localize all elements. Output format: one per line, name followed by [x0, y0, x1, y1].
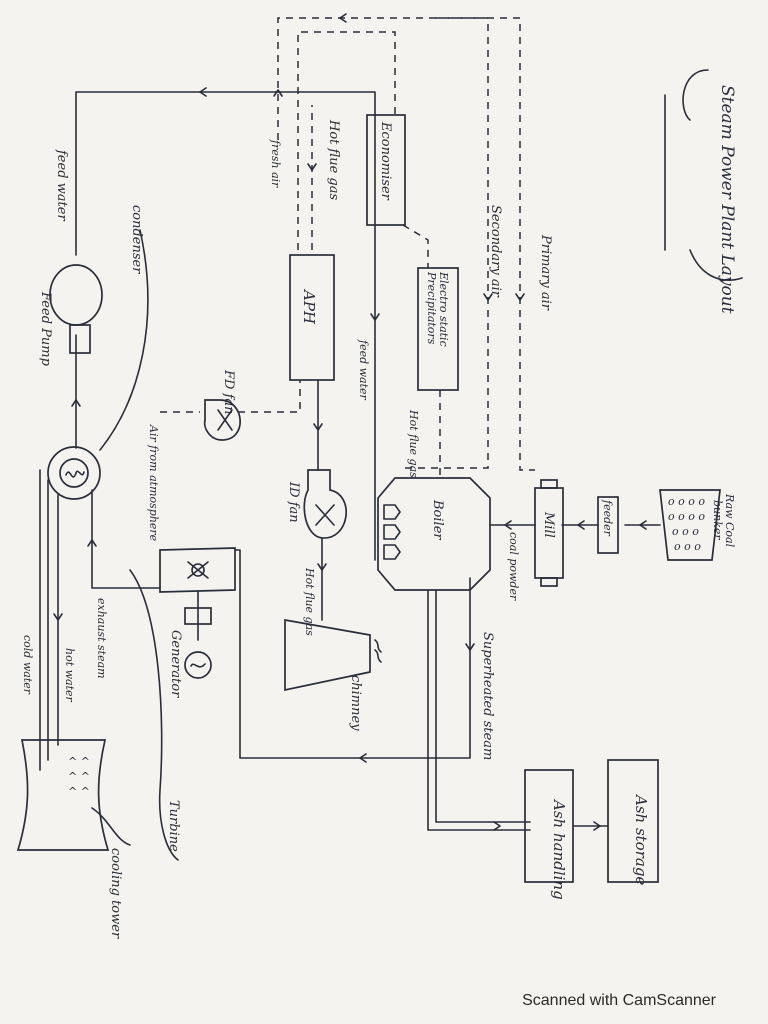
svg-text:o o o o: o o o o — [668, 495, 705, 508]
arrow — [370, 313, 380, 321]
boiler-label: Boiler — [430, 499, 445, 540]
hot-flue-gas-top-label: Hot flue gas — [326, 119, 341, 200]
fresh-air-label: fresh air — [269, 139, 282, 188]
economiser-label: Economiser — [378, 121, 393, 201]
fd-fan — [203, 399, 241, 441]
aph-box — [289, 254, 335, 381]
bunker-label-1: Raw Coal — [723, 493, 736, 548]
arrow — [199, 87, 207, 97]
secondary-air-label: Secondary air — [488, 205, 503, 298]
esp-label-1: Electro static — [437, 271, 450, 347]
cold-water-label: cold water — [21, 635, 34, 695]
feed-pump-label: Feed Pump — [38, 291, 53, 367]
cooling-tower-label: cooling tower — [108, 848, 123, 939]
ash-storage-box — [607, 759, 659, 883]
primary-air-duct — [435, 17, 535, 471]
fd-fan-to-aph — [238, 380, 301, 413]
hot-flue-gas-esp-label: Hot flue gas — [407, 409, 420, 478]
id-fan — [303, 469, 347, 539]
generator-label: Generator — [168, 630, 183, 698]
economiser-box — [366, 114, 406, 226]
hot-water-label: hot water — [63, 648, 76, 703]
coal-powder-label: coal powder — [507, 532, 520, 601]
ash-storage-label: Ash storage — [632, 793, 650, 885]
scanner-watermark: Scanned with CamScanner — [522, 992, 716, 1009]
superheated-steam-label: Superheated steam — [480, 632, 495, 760]
feeder-label: feeder — [601, 499, 614, 537]
air-from-atmosphere-label: Air from atmosphere — [147, 424, 160, 542]
turbine-pointer — [129, 569, 179, 861]
primary-air-label: Primary air — [538, 234, 553, 311]
condenser — [47, 446, 101, 500]
economiser-to-esp — [402, 224, 429, 268]
turbine — [159, 547, 236, 593]
boiler — [377, 477, 491, 591]
ash-line — [427, 589, 531, 831]
title-bracket-bottom — [689, 249, 743, 281]
condenser-pointer — [99, 229, 149, 451]
bunker-label-2: bunker — [711, 500, 724, 540]
svg-text:o o o: o o o — [672, 525, 699, 538]
svg-text:^ ^: ^ ^ — [68, 785, 90, 798]
esp-label-2: Precipitators — [425, 271, 438, 345]
turbine-label: Turbine — [166, 800, 181, 852]
esp-box — [417, 267, 459, 391]
exhaust-steam-line — [91, 489, 161, 589]
cooling-tower: ^ ^ ^ ^ ^ ^ — [16, 739, 110, 851]
svg-text:o o o: o o o — [674, 540, 701, 553]
hot-flue-gas-duct — [297, 31, 396, 250]
hot-flue-gas-chimney-label: Hot flue gas — [303, 567, 316, 636]
svg-text:o o o o: o o o o — [668, 510, 705, 523]
title-bracket-top — [682, 69, 709, 121]
mill-label: Mill — [541, 511, 556, 538]
secondary-air-duct — [277, 17, 489, 469]
feed-water-left-label: feed water — [54, 149, 69, 221]
title: Steam Power Plant Layout — [717, 85, 737, 314]
chimney-label: chimney — [348, 675, 363, 731]
fd-fan-label: FD fan — [221, 369, 236, 415]
feed-water-mid-label: feed water — [357, 339, 370, 401]
aph-label: APH — [300, 288, 318, 325]
svg-text:^ ^: ^ ^ — [68, 770, 90, 783]
cooling-tower-pointer — [91, 807, 131, 846]
feed-pump — [49, 264, 103, 354]
chimney — [284, 618, 382, 692]
superheated-steam-line — [234, 549, 471, 759]
condenser-label: condenser — [129, 205, 144, 274]
svg-text:^ ^: ^ ^ — [68, 755, 90, 768]
id-fan-label: ID fan — [286, 481, 301, 523]
generator — [184, 607, 212, 679]
exhaust-steam-label: exhaust steam — [95, 598, 108, 679]
raw-coal-bunker: o o o o o o o o o o o o o o — [659, 489, 721, 561]
mill — [534, 479, 564, 587]
ash-handling-label: Ash handling — [550, 798, 568, 900]
feed-water-line — [75, 91, 376, 561]
